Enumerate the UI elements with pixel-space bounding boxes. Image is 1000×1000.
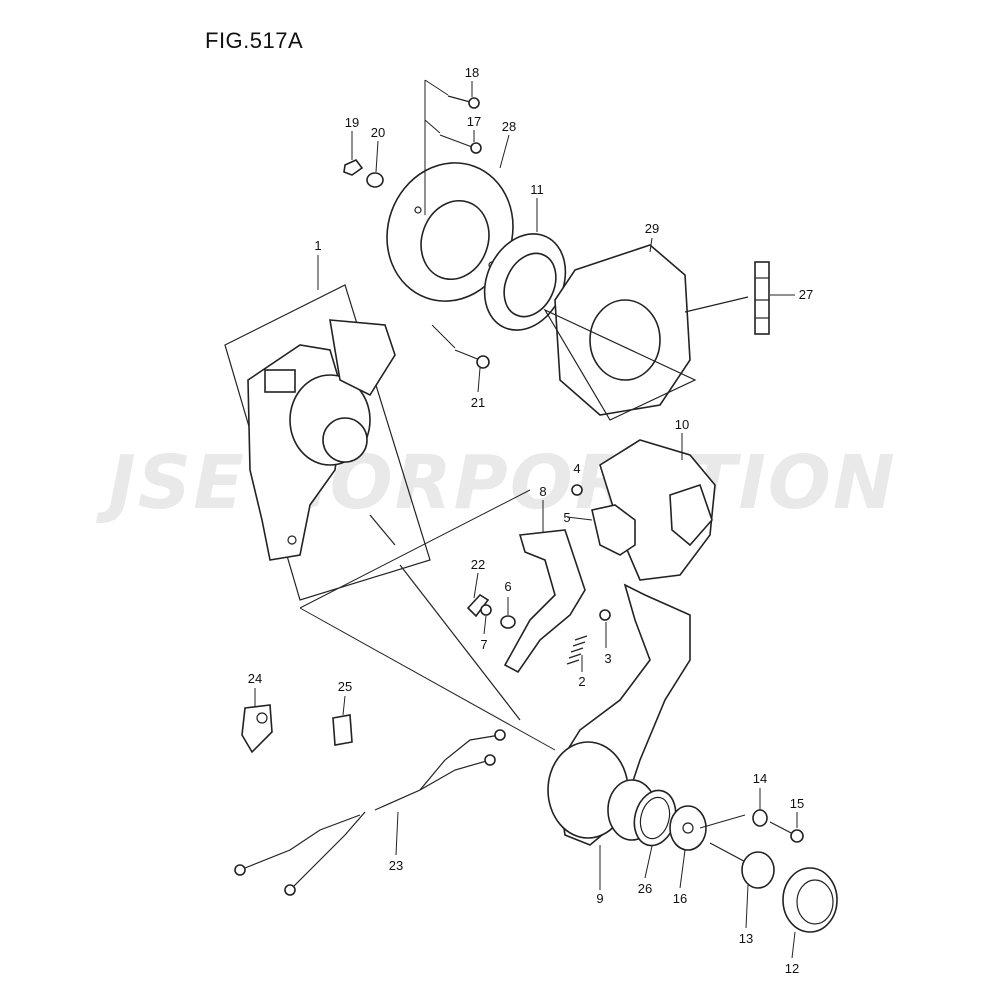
- part-9-control-arm: [547, 583, 691, 846]
- watermark-logo: JSE CORPORATION: [108, 440, 897, 526]
- label-part-15: 15: [790, 796, 804, 811]
- label-part-1: 1: [314, 238, 321, 253]
- label-part-7: 7: [480, 637, 487, 652]
- label-part-16: 16: [673, 891, 687, 906]
- label-part-29: 29: [645, 221, 659, 236]
- label-part-19: 19: [345, 115, 359, 130]
- label-part-20: 20: [371, 125, 385, 140]
- label-part-14: 14: [753, 771, 767, 786]
- part-13-shaft: [709, 842, 775, 889]
- label-part-21: 21: [471, 395, 485, 410]
- label-part-24: 24: [248, 671, 262, 686]
- part-27-label-strip: [684, 261, 770, 335]
- part-2-spring: [566, 635, 588, 665]
- label-part-12: 12: [785, 961, 799, 976]
- label-part-17: 17: [467, 114, 481, 129]
- label-part-8: 8: [539, 484, 546, 499]
- label-part-22: 22: [471, 557, 485, 572]
- part-21-screw: [454, 349, 490, 369]
- label-part-11: 11: [530, 182, 544, 197]
- part-17-screw: [439, 134, 482, 154]
- part-7-screw: [480, 604, 492, 616]
- part-24-terminal: [241, 704, 273, 754]
- part-labels: 1 2 3 4 5 6 7 8 9 10 11 12 13 14 15 16 1…: [248, 65, 813, 976]
- label-part-26: 26: [638, 881, 652, 896]
- part-15-screw: [769, 821, 804, 843]
- label-part-27: 27: [799, 287, 813, 302]
- label-part-6: 6: [504, 579, 511, 594]
- part-22-link: [466, 593, 490, 618]
- part-5-bracket: [591, 504, 636, 556]
- label-part-2: 2: [578, 674, 585, 689]
- label-part-4: 4: [573, 461, 580, 476]
- part-25-clip: [332, 714, 353, 746]
- part-14-washer: [752, 809, 768, 827]
- part-8-lever: [503, 529, 586, 674]
- label-part-13: 13: [739, 931, 753, 946]
- part-4-screw: [571, 484, 583, 496]
- part-6-washer: [500, 615, 516, 629]
- label-part-9: 9: [596, 891, 603, 906]
- part-26-o-ring: [633, 789, 677, 847]
- label-part-3: 3: [604, 651, 611, 666]
- part-23-wire-harness: [234, 729, 506, 896]
- label-part-18: 18: [465, 65, 479, 80]
- label-part-23: 23: [389, 858, 403, 873]
- assembly-lines: [299, 79, 746, 829]
- part-1-control-box: [224, 284, 431, 601]
- part-20-washer: [366, 172, 384, 188]
- figure-title: FIG.517A: [205, 28, 304, 53]
- part-29-cover: [543, 244, 697, 421]
- part-18-screw: [447, 95, 480, 109]
- label-part-10: 10: [675, 417, 689, 432]
- label-part-25: 25: [338, 679, 352, 694]
- part-19-nut: [343, 159, 364, 176]
- part-12-cap: [782, 867, 838, 933]
- part-11-ring: [483, 233, 567, 331]
- leader-lines: [254, 81, 798, 959]
- part-3-screw: [599, 609, 611, 621]
- label-part-28: 28: [502, 119, 516, 134]
- part-16-hub: [669, 805, 707, 851]
